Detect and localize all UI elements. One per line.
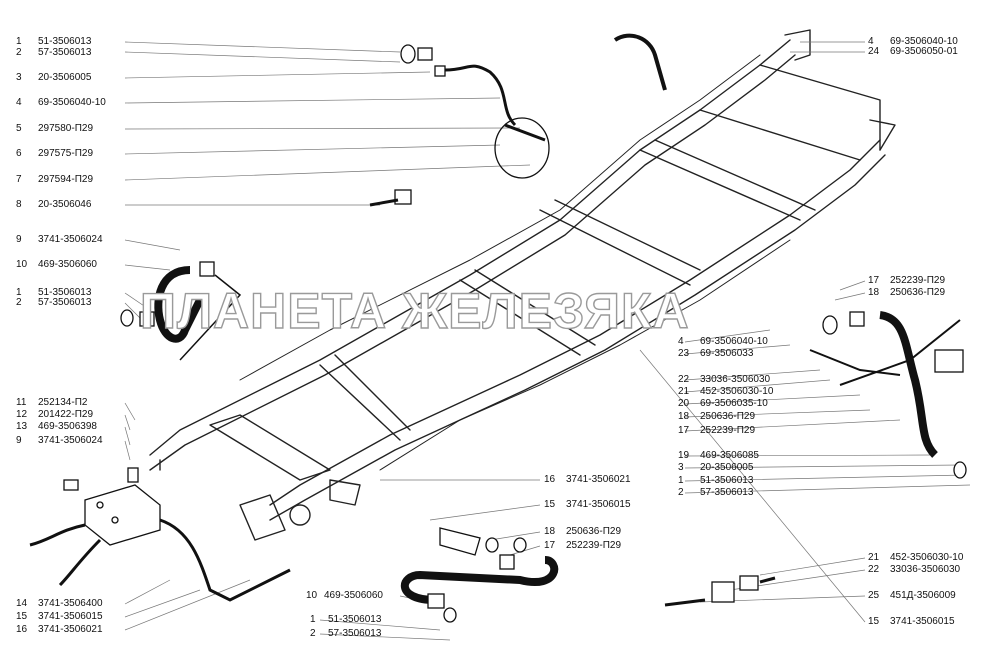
hose-right [809, 311, 967, 479]
fitting-17-18 [439, 527, 499, 556]
hose-assembly-top [400, 44, 550, 179]
fitting-bottom-right [664, 575, 776, 607]
watermark: ПЛАНЕТА ЖЕЛЕЗЯКА [139, 282, 690, 339]
pipe-top-right [613, 33, 667, 91]
brake-line-frame [239, 54, 791, 471]
frame-rear-bracket [239, 479, 361, 541]
frame-cross-members [209, 29, 896, 481]
hose-bottom [401, 537, 559, 623]
leader-lines [124, 41, 971, 641]
hose-left [120, 261, 242, 361]
tee-block [29, 467, 291, 602]
frame-right-rail [269, 139, 886, 521]
bleeder-valve [369, 189, 412, 207]
